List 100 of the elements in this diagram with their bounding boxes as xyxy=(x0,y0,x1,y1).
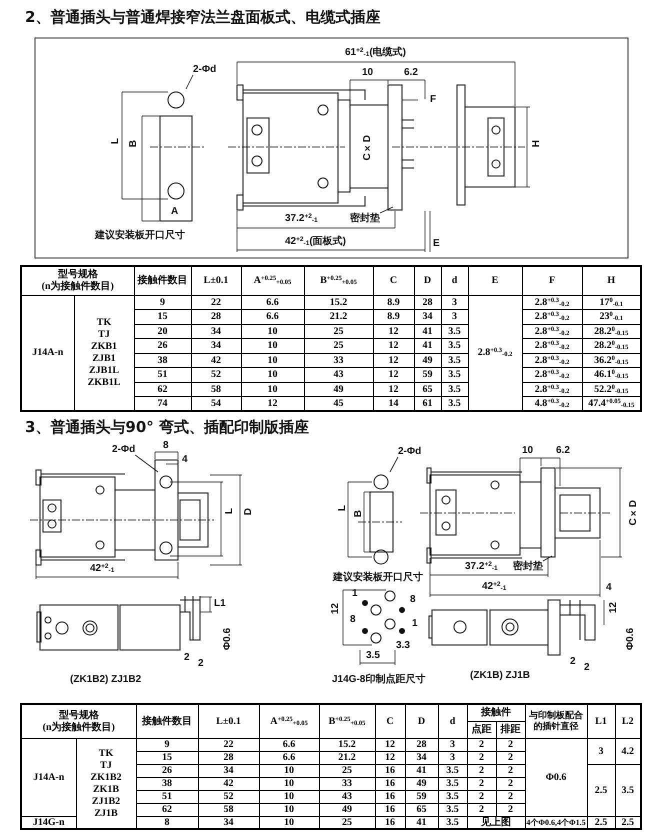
dimension-value: 2.5 xyxy=(594,784,608,796)
dimension-value: 42 xyxy=(224,778,234,789)
dimension-value: 3 xyxy=(598,746,604,756)
dimension-value: 10 xyxy=(268,384,278,395)
column-header: d xyxy=(452,275,458,286)
column-header: (n为接触件数目) xyxy=(42,722,116,733)
dimension-label: F xyxy=(430,94,436,105)
column-header: 接触件数目 xyxy=(138,275,188,286)
dimension-value: 12 xyxy=(388,326,399,337)
dimension-value: 28 xyxy=(224,752,234,763)
dimension-value: 33 xyxy=(342,778,352,789)
model-code: TJ xyxy=(99,760,113,771)
dimension-value: 16 xyxy=(385,791,396,802)
model-code: TK xyxy=(98,748,114,759)
column-header: 接触件数目 xyxy=(142,716,192,727)
dimension-value: 65 xyxy=(422,384,433,395)
dimension-value: 12 xyxy=(388,354,399,366)
dimension-value: 41 xyxy=(416,765,427,776)
dimension-value: 3.5 xyxy=(448,354,461,366)
dimension-label: 6.2 xyxy=(556,445,570,456)
dimension-value: 15 xyxy=(158,311,168,322)
dimension-label: L xyxy=(110,138,121,144)
dimension-label: 1 xyxy=(412,618,418,629)
dimension-value: 65 xyxy=(416,804,427,815)
dimension-value: 34 xyxy=(422,311,433,322)
dimension-label: H xyxy=(531,140,542,148)
caption-text: (ZK1B) ZJ1B xyxy=(470,670,530,681)
column-header: D xyxy=(418,716,426,727)
dimension-label: 2 xyxy=(184,652,190,663)
dimension-value: 3.5 xyxy=(622,784,634,796)
dimension-value: 25 xyxy=(342,816,352,828)
model-code: ZK1B xyxy=(92,784,120,795)
model-series: J14A-n xyxy=(32,347,64,358)
dimension-value: 58 xyxy=(211,384,222,395)
dimension-value: 59 xyxy=(416,791,427,802)
dimension-value: 3.5 xyxy=(448,369,461,380)
model-code: ZJB1L xyxy=(88,365,120,376)
dimension-value: 16 xyxy=(385,816,396,828)
dimension-value: 16 xyxy=(385,804,396,815)
dimension-value: 2 xyxy=(479,791,484,802)
dimension-label: 12 xyxy=(608,602,619,614)
column-header: 与印制板配合的插针直径 xyxy=(528,710,584,732)
dimension-value: 8.9 xyxy=(387,296,400,308)
dimension-value: 12 xyxy=(388,340,399,352)
dimension-value: 2 xyxy=(479,752,484,763)
dimension-value: 3.5 xyxy=(448,326,461,337)
column-header: 点距 xyxy=(472,724,492,735)
dimension-value: 49 xyxy=(342,804,352,815)
dimension-value: 16 xyxy=(385,778,396,789)
model-code: TK xyxy=(96,317,112,328)
dimension-value: 22 xyxy=(211,296,222,308)
column-header: L1 xyxy=(595,716,607,727)
dimension-value: 10 xyxy=(268,326,278,337)
dimension-label: 3.5 xyxy=(366,650,380,661)
dimension-value: 10 xyxy=(284,804,294,815)
dimension-value: 16 xyxy=(385,765,396,776)
dimension-label: 42$^{+2}$$_{-1}$(面板式) xyxy=(285,236,346,247)
column-header: F xyxy=(548,275,556,286)
dimension-value: 3.5 xyxy=(446,778,459,789)
dimension-value: 3 xyxy=(452,311,458,322)
dimension-value: 41 xyxy=(422,340,433,352)
model-code: ZKB1 xyxy=(90,341,118,352)
dimension-value: 62 xyxy=(162,804,172,815)
dimension-value: 41 xyxy=(422,326,433,337)
dimension-value: 3 xyxy=(452,296,458,308)
caption-text: J14G-8印制点距尺寸 xyxy=(332,674,426,685)
dimension-value: 34 xyxy=(416,752,427,763)
dimension-value: 26 xyxy=(162,765,172,776)
dimension-label: 8 xyxy=(350,614,356,625)
dimension-value: 3.5 xyxy=(446,816,459,828)
column-header: d xyxy=(450,716,456,727)
dimension-value: 34 xyxy=(224,816,234,828)
dimension-value: 22 xyxy=(224,739,234,750)
dimension-value: 51 xyxy=(158,369,168,380)
dimension-value: 3.5 xyxy=(448,384,461,395)
column-header: L±0.1 xyxy=(204,275,228,286)
dimension-value: 43 xyxy=(342,791,352,802)
dimension-value: 52 xyxy=(211,369,222,380)
dimension-value: 9 xyxy=(164,739,170,750)
dimension-value: 2 xyxy=(479,778,484,789)
dimension-value: 10 xyxy=(268,340,278,352)
dimension-label: A xyxy=(171,206,178,217)
dimension-label: L1 xyxy=(214,598,226,609)
dimension-label: 8 xyxy=(163,440,169,451)
column-header: D xyxy=(424,275,432,286)
dimension-value: 6.6 xyxy=(282,752,296,763)
dimension-label: 10 xyxy=(362,67,374,78)
dimension-value: 20 xyxy=(158,326,168,337)
dimension-label: 10 xyxy=(522,445,534,456)
dimension-value: 3.5 xyxy=(446,804,459,815)
column-header: 接触件 xyxy=(481,707,512,718)
column-header: C xyxy=(390,275,398,286)
dimension-value: 58 xyxy=(224,804,234,815)
dimension-value: 2.5 xyxy=(594,816,608,828)
dimension-value: 6.6 xyxy=(266,296,279,308)
dimension-value: 3.5 xyxy=(446,765,459,776)
dimension-value: 3.5 xyxy=(448,398,461,409)
dimension-value: 4.2 xyxy=(622,746,634,756)
column-header: L2 xyxy=(622,716,634,727)
caption-text: (ZK1B2) ZJ1B2 xyxy=(70,674,142,685)
